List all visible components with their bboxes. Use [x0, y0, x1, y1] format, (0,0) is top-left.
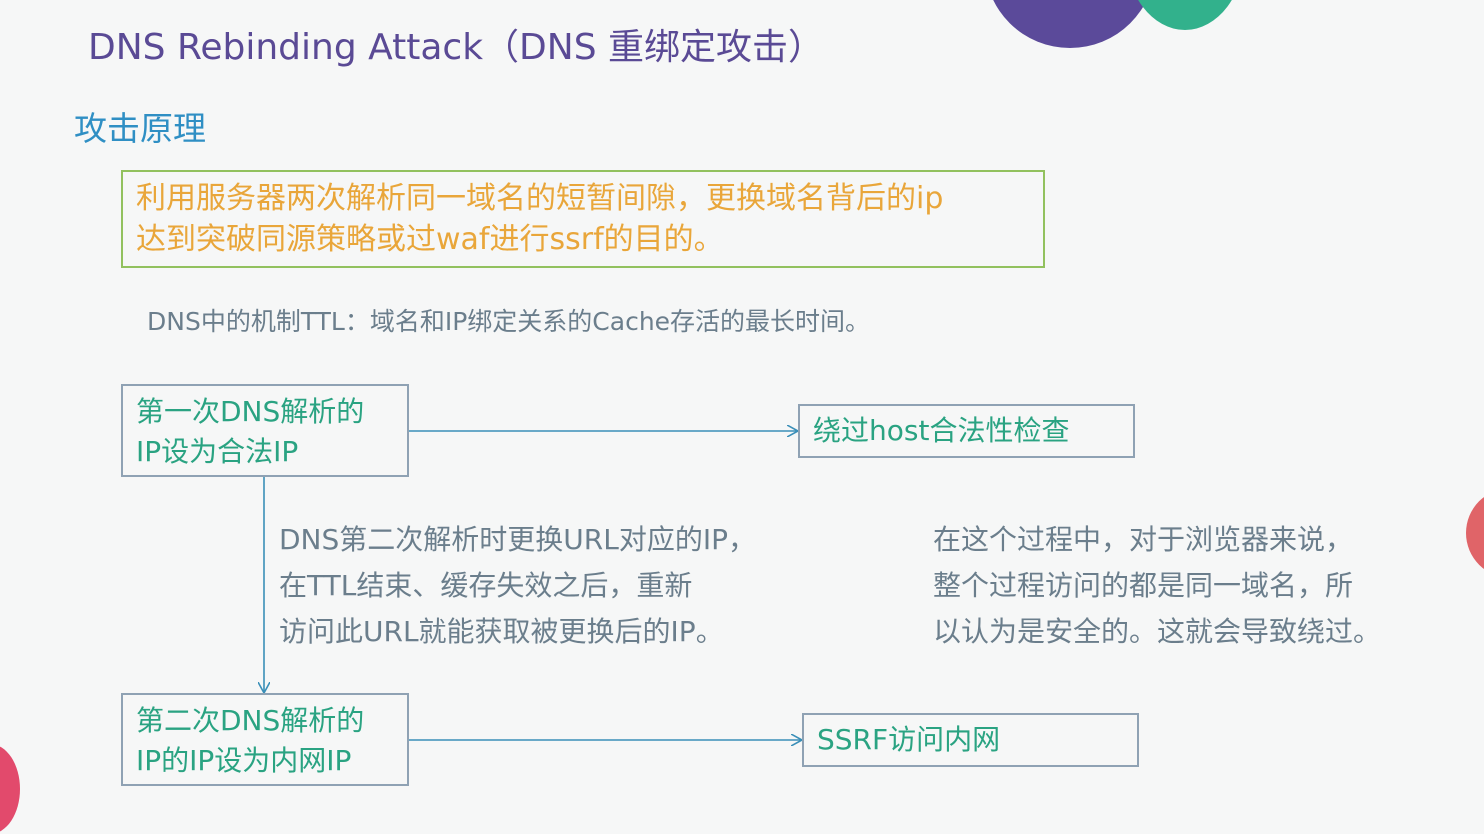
browser-explanation-line-2: 整个过程访问的都是同一域名，所	[933, 569, 1354, 602]
principle-line-2: 达到突破同源策略或过waf进行ssrf的目的。	[136, 222, 724, 257]
slide-title: DNS Rebinding Attack（DNS 重绑定攻击）	[88, 27, 824, 68]
rebind-explanation: DNS第二次解析时更换URL对应的IP， 在TTL结束、缓存失效之后，重新 访问…	[279, 517, 756, 655]
flow-connectors	[0, 0, 1484, 794]
second-resolution-line-2: IP的IP设为内网IP	[136, 744, 352, 777]
second-resolution-line-1: 第二次DNS解析的	[136, 704, 365, 737]
rebind-explanation-line-3: 访问此URL就能获取被更换后的IP。	[279, 615, 724, 648]
ssrf-label: SSRF访问内网	[817, 723, 1001, 756]
second-resolution-box: 第二次DNS解析的 IP的IP设为内网IP	[121, 693, 409, 786]
principle-box: 利用服务器两次解析同一域名的短暂间隙，更换域名背后的ip 达到突破同源策略或过w…	[121, 170, 1045, 268]
browser-explanation: 在这个过程中，对于浏览器来说， 整个过程访问的都是同一域名，所 以认为是安全的。…	[933, 517, 1381, 655]
first-resolution-line-2: IP设为合法IP	[136, 435, 299, 468]
rebind-explanation-line-1: DNS第二次解析时更换URL对应的IP，	[279, 523, 756, 556]
principle-line-1: 利用服务器两次解析同一域名的短暂间隙，更换域名背后的ip	[136, 181, 944, 216]
browser-explanation-line-3: 以认为是安全的。这就会导致绕过。	[933, 615, 1382, 648]
rebind-explanation-line-2: 在TTL结束、缓存失效之后，重新	[279, 569, 693, 602]
first-resolution-line-1: 第一次DNS解析的	[136, 395, 365, 428]
browser-explanation-line-1: 在这个过程中，对于浏览器来说，	[933, 523, 1354, 556]
first-resolution-box: 第一次DNS解析的 IP设为合法IP	[121, 384, 409, 477]
host-check-box: 绕过host合法性检查	[798, 404, 1135, 458]
ttl-note: DNS中的机制TTL：域名和IP绑定关系的Cache存活的最长时间。	[147, 307, 871, 336]
section-heading: 攻击原理	[74, 109, 206, 148]
host-check-label: 绕过host合法性检查	[813, 414, 1070, 447]
ssrf-box: SSRF访问内网	[802, 713, 1139, 767]
